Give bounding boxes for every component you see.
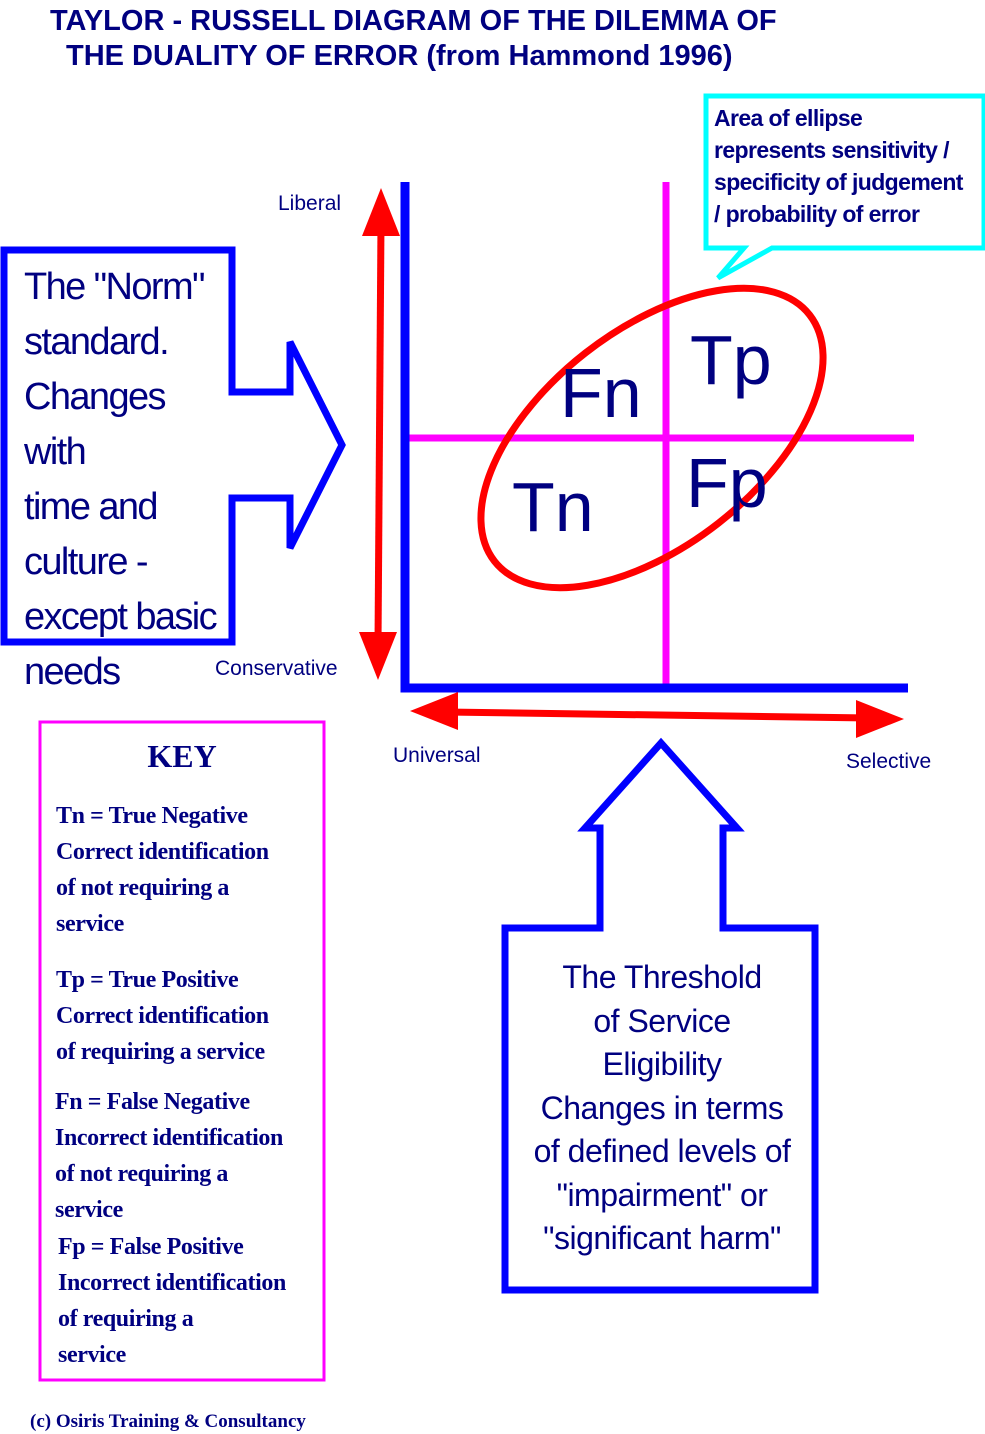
- key-title: KEY: [147, 738, 217, 774]
- norm-standard-arrow-box: [0, 246, 346, 646]
- universal-selective-arrow: [410, 692, 904, 738]
- error-ellipse: [477, 284, 827, 592]
- quadrant-fn: Fn: [560, 354, 642, 432]
- key-line: of not requiring a: [55, 1161, 229, 1187]
- key-line: Correct identification: [56, 1003, 269, 1029]
- threshold-line: Changes in terms: [540, 1089, 784, 1126]
- axes-frame: [400, 182, 908, 693]
- norm-line: standard.: [24, 321, 170, 363]
- key-entry-tp: Tp = True Positive Correct identificatio…: [56, 962, 269, 1070]
- norm-line: time and: [24, 486, 159, 528]
- threshold-line: Eligibility: [602, 1046, 722, 1082]
- axis-label-conservative: Conservative: [215, 657, 338, 680]
- quadrant-fp: Fp: [686, 444, 768, 522]
- quadrant-tp: Tp: [690, 321, 772, 399]
- key-line: service: [55, 1197, 123, 1223]
- norm-line: Changes with: [24, 376, 167, 473]
- key-entry-tn: Tn = True Negative Correct identificatio…: [56, 798, 269, 942]
- copyright-footer: (c) Osiris Training & Consultancy: [30, 1411, 306, 1432]
- key-line: of requiring a: [58, 1306, 194, 1332]
- key-line: Tn = True Negative: [56, 803, 248, 829]
- ellipse-callout-text: Area of ellipse represents sensitivity /…: [714, 102, 976, 230]
- key-box: [38, 720, 326, 1382]
- norm-line: The "Norm": [24, 266, 206, 308]
- norm-line: culture -: [24, 541, 148, 583]
- callout-line: represents sensitivity /: [714, 137, 949, 163]
- key-line: Tp = True Positive: [56, 967, 239, 993]
- key-line: Fn = False Negative: [55, 1089, 250, 1115]
- key-line: of requiring a service: [56, 1039, 265, 1065]
- title-line-2: THE DUALITY OF ERROR (from Hammond 1996): [66, 40, 733, 72]
- threshold-text: The Threshold of Service Eligibility Cha…: [508, 956, 816, 1261]
- liberal-conservative-arrow: [359, 188, 400, 680]
- quadrant-tn: Tn: [512, 468, 594, 546]
- axis-label-liberal: Liberal: [278, 192, 342, 215]
- threshold-line: "significant harm": [543, 1220, 781, 1256]
- key-line: Fp = False Positive: [58, 1234, 244, 1260]
- ellipse-callout-bubble: [703, 93, 985, 281]
- key-line: of not requiring a: [56, 875, 230, 901]
- norm-standard-text: The "Norm" standard. Changes with time a…: [24, 260, 229, 700]
- threshold-line: of defined levels of: [533, 1133, 791, 1169]
- key-entry-fn: Fn = False Negative Incorrect identifica…: [55, 1084, 283, 1228]
- norm-line: except basic: [24, 596, 218, 638]
- key-line: Incorrect identification: [55, 1125, 283, 1151]
- threshold-arrow-box: [501, 737, 819, 1294]
- key-line: Incorrect identification: [58, 1270, 286, 1296]
- key-line: service: [58, 1342, 126, 1368]
- key-line: Correct identification: [56, 839, 269, 865]
- norm-line: needs: [24, 651, 121, 693]
- axis-label-universal: Universal: [393, 744, 481, 767]
- key-entry-fp: Fp = False Positive Incorrect identifica…: [58, 1229, 286, 1373]
- axis-label-selective: Selective: [846, 750, 932, 773]
- callout-line: specificity of judgement: [714, 169, 963, 195]
- key-line: service: [56, 911, 124, 937]
- callout-line: / probability of error: [714, 201, 920, 227]
- callout-line: Area of ellipse: [714, 105, 863, 131]
- title-line-1: TAYLOR - RUSSELL DIAGRAM OF THE DILEMMA …: [50, 5, 777, 37]
- threshold-line: of Service: [593, 1002, 731, 1039]
- threshold-line: "impairment" or: [556, 1176, 768, 1213]
- threshold-line: The Threshold: [562, 959, 762, 995]
